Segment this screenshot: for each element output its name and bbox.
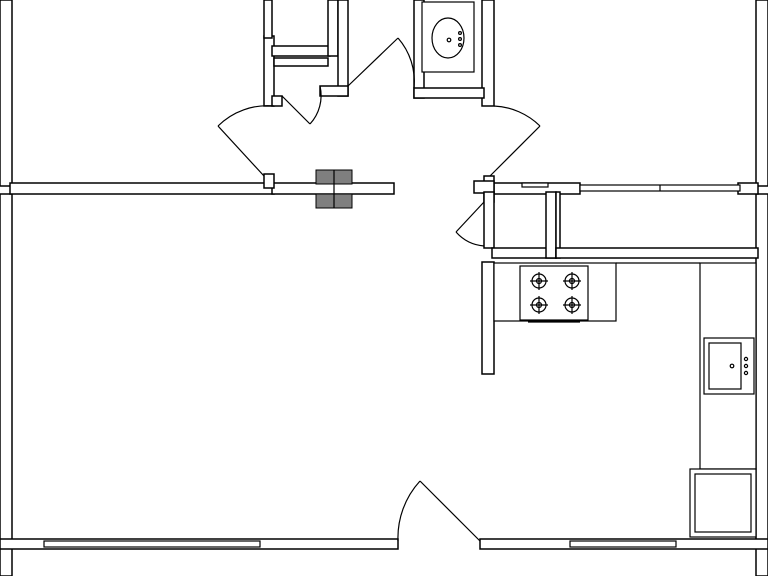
bath-wall-bottom: [413, 87, 485, 99]
wall-left-lower: [0, 193, 13, 576]
kitchen-sink-drain: [729, 363, 735, 369]
closet2-wall-bottom: [319, 85, 349, 97]
stub-right-door-h: [473, 180, 495, 194]
fridge-inner: [694, 473, 752, 533]
refrigerator: [689, 468, 757, 538]
door-right-leaf: [489, 125, 541, 177]
door-entry-leaf: [419, 480, 481, 542]
stub-left-door: [263, 173, 275, 189]
kitchen-range: [519, 265, 589, 323]
door-pantry-arc: [455, 231, 485, 247]
range-burner: [563, 296, 581, 314]
door-left-leaf: [217, 125, 265, 177]
bath-tap-a: [458, 31, 463, 36]
bathroom-sink: [421, 1, 475, 73]
closet2-wall-right: [337, 0, 349, 97]
kitchen-wall: [481, 261, 495, 375]
doors: [217, 37, 541, 542]
closet-right-wall-bottom: [555, 247, 759, 259]
kitchen-tap-a: [743, 356, 749, 362]
kitchen-sink-basin: [708, 342, 742, 390]
range-body: [519, 265, 589, 321]
bath-wall-right: [481, 0, 495, 107]
closet2-wall-lstub: [271, 95, 283, 107]
door-bath-arc: [397, 37, 415, 89]
door-bath-leaf: [347, 37, 399, 87]
closet2-wall-left: [273, 57, 329, 67]
window-bottom-left: [43, 540, 261, 548]
range-burner: [563, 272, 581, 290]
door-closet-arc: [309, 85, 322, 125]
wall-mid-center: [271, 182, 395, 195]
fireplace: [315, 169, 353, 209]
wall-left-upper: [0, 0, 13, 187]
interior-walls: [9, 0, 759, 375]
range-burner: [530, 296, 548, 314]
vent-small: [521, 182, 549, 188]
door-right-arc: [493, 105, 541, 127]
door-left-arc: [217, 105, 275, 127]
bath-tap-b: [458, 36, 463, 41]
wall-mid-right-b: [737, 182, 759, 195]
closet-wall-top: [271, 45, 331, 57]
range-burner: [530, 272, 548, 290]
wall-right-upper: [755, 0, 768, 187]
closet-wall-inner: [263, 0, 273, 39]
pantry-wall-right: [545, 191, 557, 259]
door-closet-leaf: [281, 95, 311, 125]
kitchen-sink: [703, 337, 755, 395]
door-pantry-leaf: [455, 201, 485, 233]
bath-drain: [446, 37, 452, 43]
window-bottom-right: [569, 540, 677, 548]
closet-wall-right: [327, 0, 339, 57]
pantry-wall-left: [483, 191, 495, 249]
kitchen-tap-b: [743, 363, 749, 369]
bath-tap-c: [458, 42, 463, 47]
kitchen-tap-c: [743, 370, 749, 376]
wall-mid-left: [9, 182, 275, 195]
door-entry-arc: [397, 480, 421, 542]
